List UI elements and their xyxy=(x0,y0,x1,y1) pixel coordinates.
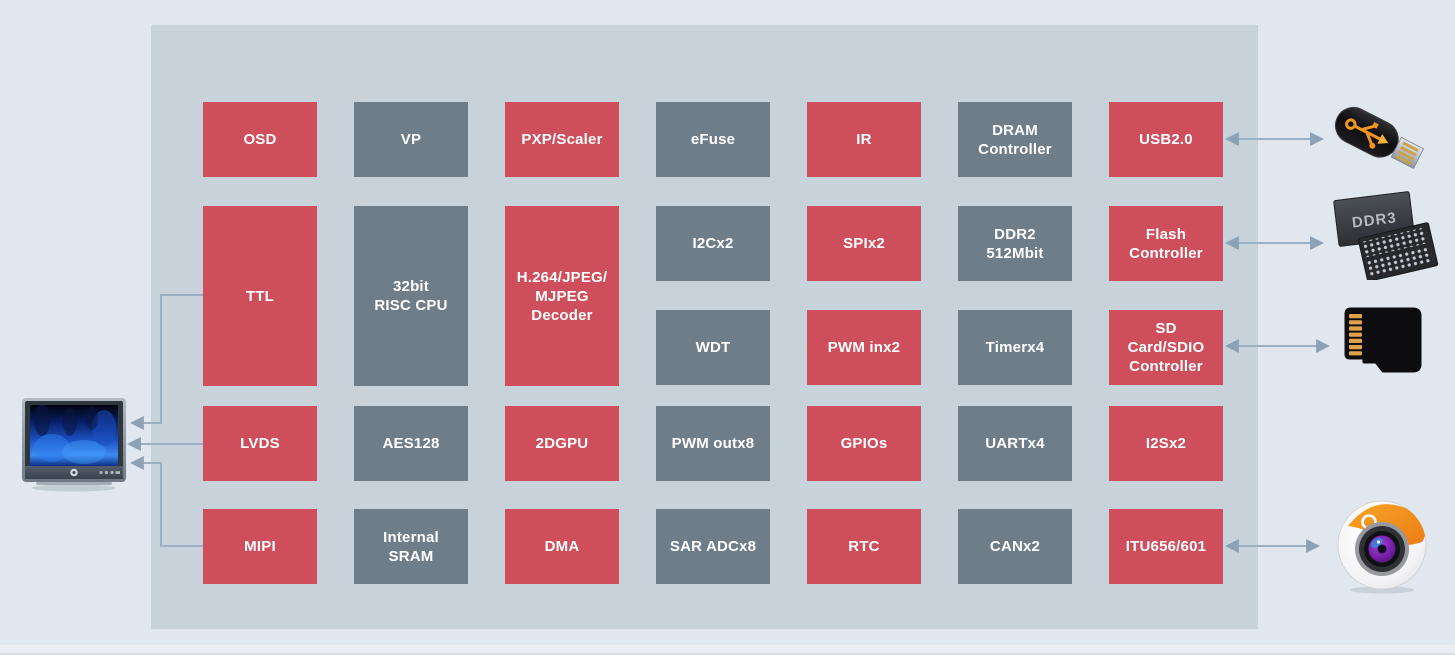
block-rtc: RTC xyxy=(807,509,921,584)
camera-icon xyxy=(1337,500,1427,594)
block-spix2: SPIx2 xyxy=(807,206,921,281)
block-vp: VP xyxy=(354,102,468,177)
monitor-icon xyxy=(22,398,126,492)
block-label: I2Cx2 xyxy=(692,235,734,252)
block-label: SPIx2 xyxy=(843,235,885,252)
block-mipi: MIPI xyxy=(203,509,317,584)
block-label: SD Card/SDIO Controller xyxy=(1127,320,1205,375)
block-label: MIPI xyxy=(244,538,276,555)
block-label: TTL xyxy=(245,287,275,305)
block-wdt: WDT xyxy=(656,310,770,385)
monitor-device xyxy=(22,398,126,497)
block-risc-cpu: 32bit RISC CPU xyxy=(354,206,468,386)
block-label: PWM outx8 xyxy=(671,435,755,452)
block-label: LVDS xyxy=(240,435,280,452)
ddr3-chip-label: DDR3 xyxy=(1351,209,1398,231)
block-canx2: CANx2 xyxy=(958,509,1072,584)
usb-flash-drive-device xyxy=(1324,94,1440,191)
block-label: 2DGPU xyxy=(535,435,589,452)
block-ddr2-512mbit: DDR2 512Mbit xyxy=(958,206,1072,281)
microsd-card-device xyxy=(1336,304,1426,385)
block-label: eFuse xyxy=(690,131,736,148)
block-label: 32bit RISC CPU xyxy=(374,278,448,314)
block-internal-sram: Internal SRAM xyxy=(354,509,468,584)
block-label: IR xyxy=(856,131,872,148)
block-label: PWM inx2 xyxy=(827,339,901,356)
block-label: Timerx4 xyxy=(985,339,1045,356)
block-itu656-601: ITU656/601 xyxy=(1109,509,1223,584)
block-label: PXP/Scaler xyxy=(521,131,603,148)
block-i2cx2: I2Cx2 xyxy=(656,206,770,281)
block-uartx4: UARTx4 xyxy=(958,406,1072,481)
block-label: WDT xyxy=(695,339,731,356)
block-lvds: LVDS xyxy=(203,406,317,481)
block-gpios: GPIOs xyxy=(807,406,921,481)
ddr3-memory-icon: DDR3 xyxy=(1333,191,1439,282)
block-label: VP xyxy=(400,131,422,148)
block-h264-decoder: H.264/JPEG/ MJPEG Decoder xyxy=(505,206,619,386)
block-sar-adcx8: SAR ADCx8 xyxy=(656,509,770,584)
block-label: OSD xyxy=(243,131,277,148)
block-label: UARTx4 xyxy=(985,435,1045,452)
block-2dgpu: 2DGPU xyxy=(505,406,619,481)
block-ttl: TTL xyxy=(203,206,317,386)
block-label: Flash Controller xyxy=(1129,225,1203,262)
ddr3-memory-device: DDR3 xyxy=(1326,186,1442,285)
block-usb2-0: USB2.0 xyxy=(1109,102,1223,177)
block-dma: DMA xyxy=(505,509,619,584)
block-label: ITU656/601 xyxy=(1125,538,1207,555)
block-label: SAR ADCx8 xyxy=(669,538,757,555)
block-pwm-inx2: PWM inx2 xyxy=(807,310,921,385)
usb-flash-drive-icon xyxy=(1334,106,1425,169)
block-label: CANx2 xyxy=(989,538,1041,555)
block-label: I2Sx2 xyxy=(1145,435,1187,452)
block-label: RTC xyxy=(848,538,880,555)
block-timerx4: Timerx4 xyxy=(958,310,1072,385)
block-sd-card-sdio-controller: SD Card/SDIO Controller xyxy=(1109,310,1223,385)
block-flash-controller: Flash Controller xyxy=(1109,206,1223,281)
block-dram-controller: DRAM Controller xyxy=(958,102,1072,177)
block-i2sx2: I2Sx2 xyxy=(1109,406,1223,481)
block-efuse: eFuse xyxy=(656,102,770,177)
block-pxp-scaler: PXP/Scaler xyxy=(505,102,619,177)
block-label: H.264/JPEG/ MJPEG Decoder xyxy=(516,268,608,324)
camera-device xyxy=(1334,496,1430,599)
block-label: DDR2 512Mbit xyxy=(986,225,1044,262)
block-label: GPIOs xyxy=(840,435,888,452)
block-aes128: AES128 xyxy=(354,406,468,481)
block-osd: OSD xyxy=(203,102,317,177)
block-label: USB2.0 xyxy=(1139,131,1193,148)
block-label: Internal SRAM xyxy=(383,528,439,565)
block-label: AES128 xyxy=(382,435,440,452)
microsd-card-icon xyxy=(1344,307,1422,373)
bottom-strip xyxy=(0,645,1455,655)
block-label: DRAM Controller xyxy=(978,121,1052,158)
block-ir: IR xyxy=(807,102,921,177)
block-label: DMA xyxy=(544,538,580,555)
block-pwm-outx8: PWM outx8 xyxy=(656,406,770,481)
